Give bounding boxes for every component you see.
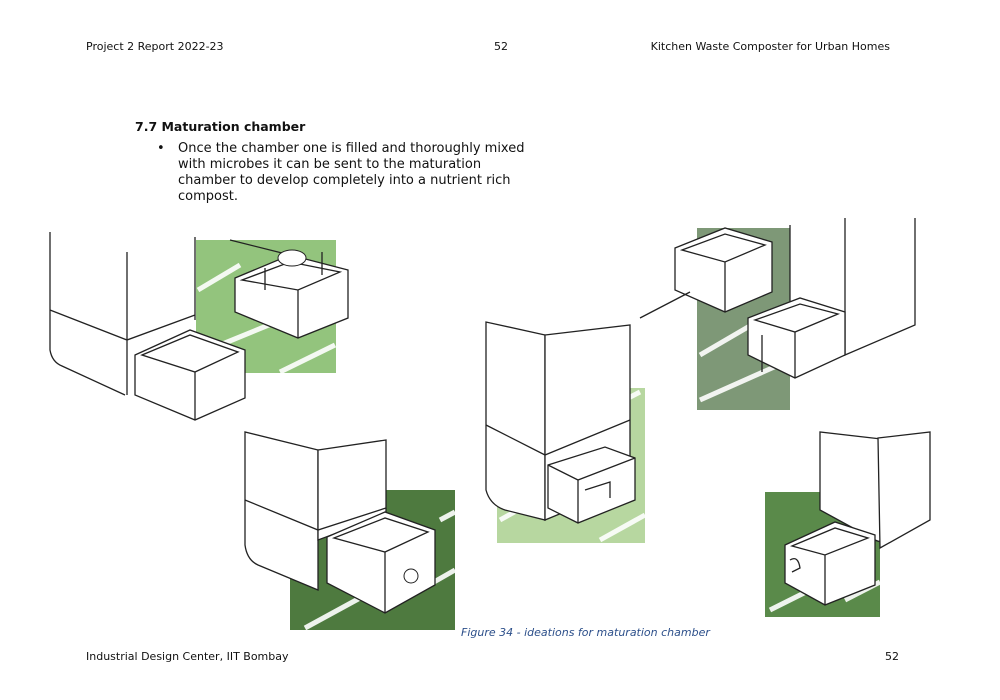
- sketch-front-drawer: [485, 321, 647, 543]
- header-left: Project 2 Report 2022-23: [86, 40, 224, 53]
- bullet-text: Once the chamber one is filled and thoro…: [178, 141, 525, 204]
- sketch-two-drawers: [639, 218, 916, 410]
- header-page-number: 52: [494, 40, 508, 53]
- section-title: 7.7 Maturation chamber: [135, 119, 306, 134]
- sketch-round-handle-drawer: [244, 431, 457, 631]
- figure-caption: Figure 34 - ideations for maturation cha…: [461, 626, 710, 639]
- footer-page-number: 52: [885, 650, 899, 663]
- bullet: •: [157, 141, 165, 156]
- footer-left: Industrial Design Center, IIT Bombay: [86, 650, 289, 663]
- header-right: Kitchen Waste Composter for Urban Homes: [650, 40, 890, 53]
- sketch-side-handle-drawer: [765, 431, 931, 617]
- sketch-handle-basket: [49, 232, 349, 421]
